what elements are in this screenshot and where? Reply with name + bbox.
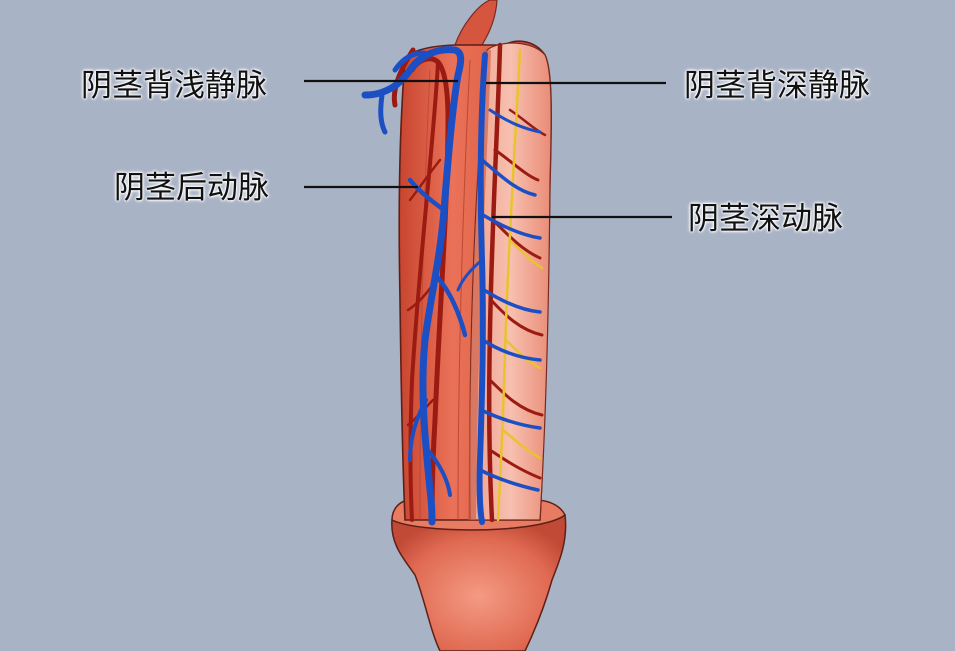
glans [391, 513, 567, 651]
veins [361, 46, 542, 526]
label-superficial-dorsal-vein: 阴茎背浅静脉 [81, 68, 267, 104]
label-posterior-artery: 阴茎后动脉 [114, 170, 269, 206]
ligament-tip [454, 0, 498, 46]
label-deep-artery: 阴茎深动脉 [688, 201, 843, 237]
leader-lines [304, 79, 672, 219]
label-deep-dorsal-vein: 阴茎背深静脉 [684, 68, 870, 104]
